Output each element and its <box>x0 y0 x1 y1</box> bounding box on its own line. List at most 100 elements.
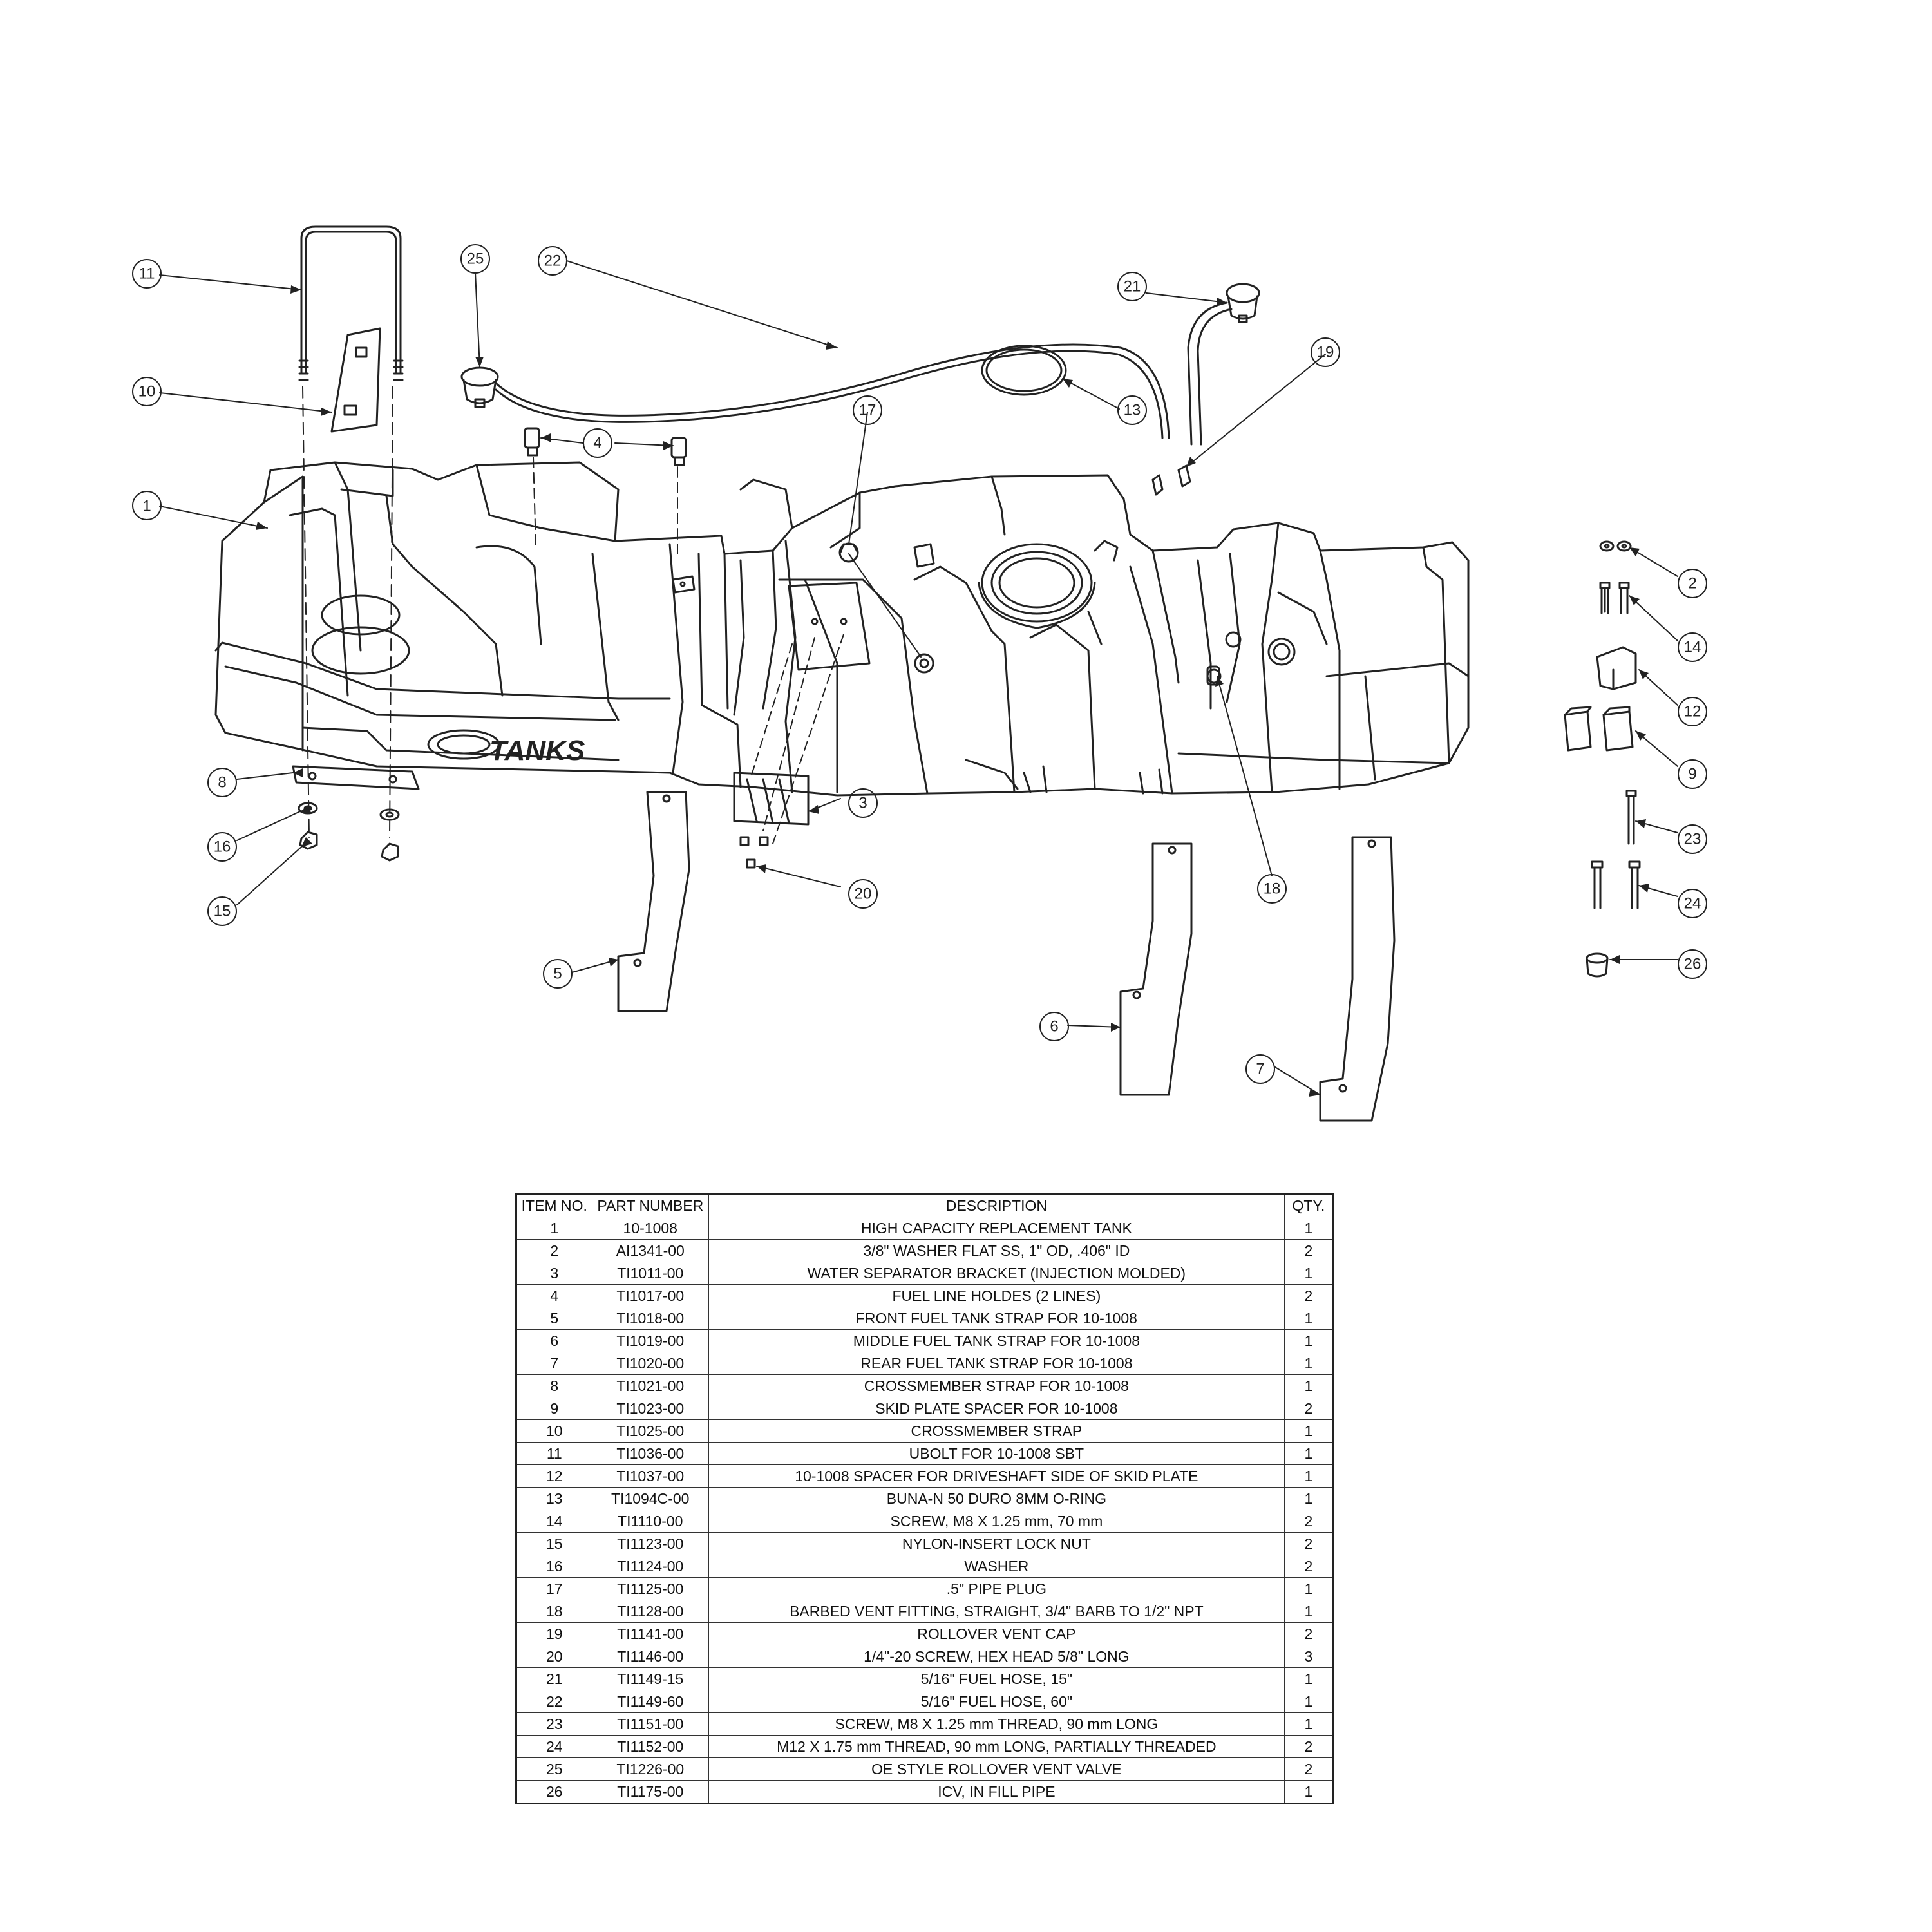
bom-cell-desc: WATER SEPARATOR BRACKET (INJECTION MOLDE… <box>708 1262 1285 1285</box>
balloon-14: 14 <box>1684 639 1701 656</box>
bom-cell-item: 24 <box>516 1735 592 1758</box>
bom-cell-part: TI1152-00 <box>591 1735 709 1758</box>
balloon-26: 26 <box>1684 956 1701 973</box>
balloon-25: 25 <box>467 251 484 268</box>
bom-cell-item: 5 <box>516 1307 592 1330</box>
bom-cell-item: 15 <box>516 1532 592 1555</box>
balloon-6: 6 <box>1050 1018 1058 1036</box>
bom-cell-item: 9 <box>516 1397 592 1420</box>
bom-cell-desc: 10-1008 SPACER FOR DRIVESHAFT SIDE OF SK… <box>708 1464 1285 1488</box>
bom-cell-item: 4 <box>516 1284 592 1307</box>
fuel-hose-60 <box>495 343 1170 439</box>
bom-cell-item: 8 <box>516 1374 592 1397</box>
bom-cell-item: 6 <box>516 1329 592 1352</box>
balloon-24: 24 <box>1684 895 1701 913</box>
bom-cell-desc: OE STYLE ROLLOVER VENT VALVE <box>708 1757 1285 1781</box>
bom-cell-qty: 1 <box>1283 1464 1334 1488</box>
bom-cell-qty: 2 <box>1283 1510 1334 1533</box>
bom-cell-part: 10-1008 <box>591 1217 709 1240</box>
bom-cell-part: TI1021-00 <box>591 1374 709 1397</box>
bom-cell-qty: 2 <box>1283 1757 1334 1781</box>
bom-cell-qty: 2 <box>1283 1239 1334 1262</box>
bom-cell-item: 16 <box>516 1555 592 1578</box>
bom-cell-item: 11 <box>516 1442 592 1465</box>
bom-cell-desc: SCREW, M8 X 1.25 mm, 70 mm <box>708 1510 1285 1533</box>
vent-valve-right <box>1226 283 1260 323</box>
exploded-assembly-drawing: TANKS <box>132 225 1707 1122</box>
bom-cell-qty: 1 <box>1283 1352 1334 1375</box>
balloon-4: 4 <box>593 435 601 452</box>
bom-cell-part: TI1036-00 <box>591 1442 709 1465</box>
fuel-line-holders <box>524 427 687 554</box>
washers <box>298 802 400 821</box>
balloon-20: 20 <box>855 886 872 903</box>
leader-arrows <box>256 285 1649 1097</box>
bom-cell-desc: WASHER <box>708 1555 1285 1578</box>
bom-cell-desc: CROSSMEMBER STRAP <box>708 1419 1285 1443</box>
bom-cell-item: 22 <box>516 1690 592 1713</box>
bom-cell-item: 26 <box>516 1780 592 1804</box>
bom-cell-part: AI1341-00 <box>591 1239 709 1262</box>
bom-cell-desc: 1/4"-20 SCREW, HEX HEAD 5/8" LONG <box>708 1645 1285 1668</box>
bom-cell-desc: REAR FUEL TANK STRAP FOR 10-1008 <box>708 1352 1285 1375</box>
bom-cell-qty: 1 <box>1283 1600 1334 1623</box>
balloon-12: 12 <box>1684 703 1701 721</box>
bom-cell-qty: 1 <box>1283 1329 1334 1352</box>
u-bolt <box>298 225 404 381</box>
bom-cell-item: 1 <box>516 1217 592 1240</box>
balloon-15: 15 <box>214 903 231 920</box>
bom-cell-item: 25 <box>516 1757 592 1781</box>
balloons <box>132 244 1707 1084</box>
bom-cell-desc: CROSSMEMBER STRAP FOR 10-1008 <box>708 1374 1285 1397</box>
bom-cell-desc: 3/8" WASHER FLAT SS, 1" OD, .406" ID <box>708 1239 1285 1262</box>
bom-cell-part: TI1125-00 <box>591 1577 709 1600</box>
balloon-2: 2 <box>1688 575 1696 592</box>
bom-header-part: PART NUMBER <box>591 1193 709 1217</box>
tank-logo: TANKS <box>489 735 585 766</box>
bom-cell-qty: 2 <box>1283 1622 1334 1645</box>
bom-cell-part: TI1110-00 <box>591 1510 709 1533</box>
hex-screws <box>739 836 769 869</box>
bom-cell-qty: 2 <box>1283 1397 1334 1420</box>
bom-cell-part: TI1175-00 <box>591 1780 709 1804</box>
driveshaft-spacer <box>1596 646 1637 690</box>
balloon-9: 9 <box>1688 766 1696 783</box>
bom-header-qty: QTY. <box>1283 1193 1334 1217</box>
crossmember-strap <box>292 765 420 790</box>
bom-header-desc: DESCRIPTION <box>708 1193 1285 1217</box>
bom-cell-item: 18 <box>516 1600 592 1623</box>
bom-cell-desc: .5" PIPE PLUG <box>708 1577 1285 1600</box>
balloon-19: 19 <box>1317 344 1334 361</box>
bom-cell-qty: 2 <box>1283 1284 1334 1307</box>
balloon-17: 17 <box>859 402 876 419</box>
water-separator-bracket <box>733 634 844 844</box>
balloon-22: 22 <box>544 252 562 270</box>
rollover-vent-caps <box>1151 464 1191 496</box>
bom-cell-qty: 1 <box>1283 1217 1334 1240</box>
bom-cell-part: TI1141-00 <box>591 1622 709 1645</box>
vent-valve-left <box>460 366 499 408</box>
bom-cell-part: TI1124-00 <box>591 1555 709 1578</box>
balloon-18: 18 <box>1264 880 1281 898</box>
bom-cell-part: TI1025-00 <box>591 1419 709 1443</box>
bom-cell-part: TI1020-00 <box>591 1352 709 1375</box>
front-strap <box>617 791 690 1012</box>
bom-cell-part: TI1146-00 <box>591 1645 709 1668</box>
bom-cell-qty: 1 <box>1283 1712 1334 1736</box>
o-ring <box>981 345 1067 396</box>
bom-cell-item: 7 <box>516 1352 592 1375</box>
bom-cell-desc: ICV, IN FILL PIPE <box>708 1780 1285 1804</box>
bom-cell-qty: 1 <box>1283 1667 1334 1690</box>
bom-cell-part: TI1018-00 <box>591 1307 709 1330</box>
bom-cell-qty: 1 <box>1283 1780 1334 1804</box>
